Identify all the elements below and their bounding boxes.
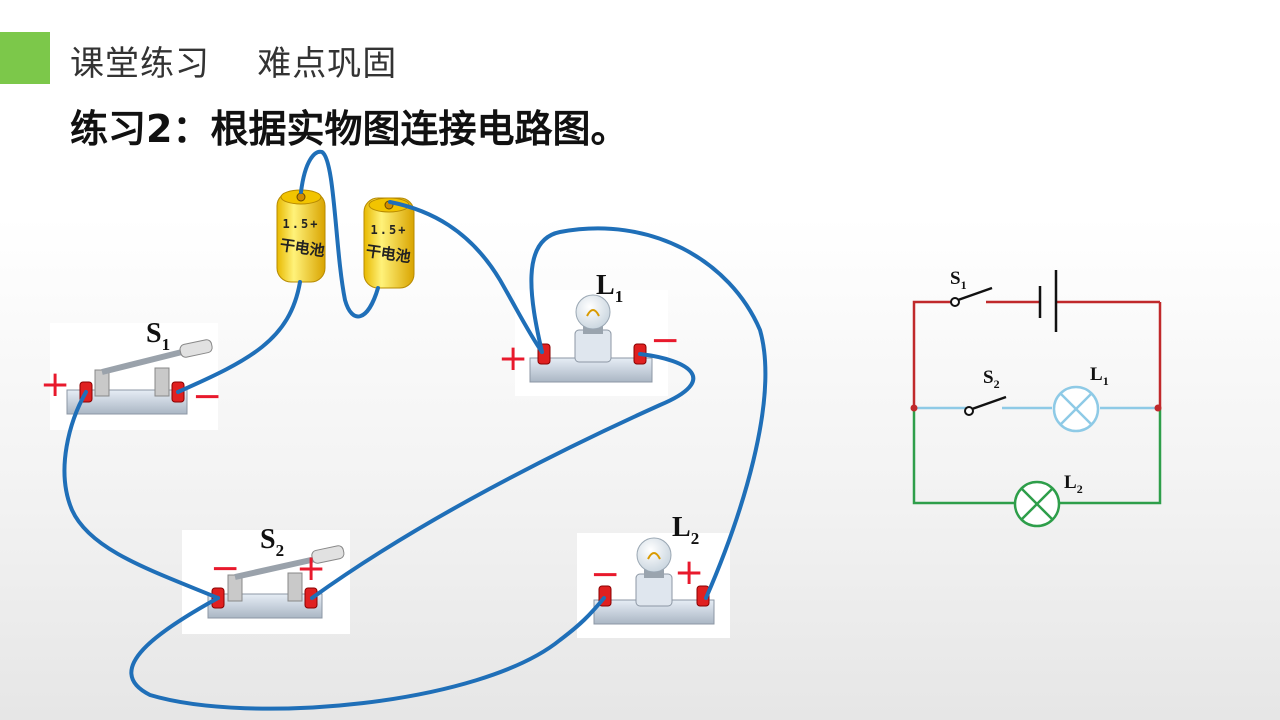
wire-battery-link (299, 149, 380, 319)
schematic-l2-label: L2 (1064, 472, 1083, 496)
s2-plus-sign: + (296, 548, 326, 589)
switch-s2 (182, 530, 350, 634)
wire-s1-s2 (62, 390, 220, 600)
battery-2-rating: 1.5+ (371, 223, 408, 237)
l2-label: L2 (672, 512, 699, 548)
wire-l1-l2 (529, 226, 768, 600)
l1-minus-sign: − (650, 320, 680, 361)
schematic-lamp-l2 (1013, 480, 1061, 528)
schematic-switch-s1 (950, 286, 993, 307)
s1-plus-sign: + (40, 364, 70, 405)
battery-1-rating: 1.5+ (283, 217, 320, 231)
wires (62, 149, 768, 711)
schematic-lamp-l1 (1052, 385, 1100, 433)
exercise-title: 练习2：根据实物图连接电路图。 (70, 107, 629, 151)
schematic-s1-label: S1 (950, 268, 967, 292)
schematic-switch-s2 (964, 395, 1007, 416)
l2-plus-sign: + (674, 552, 704, 593)
junction-right (1154, 404, 1162, 412)
wire-battery2-l1 (388, 200, 544, 354)
schematic-s2-label: S2 (983, 367, 1000, 391)
schematic-diagram: S1 S2 L1 L2 (910, 268, 1162, 528)
terminal-signs: + − − + + − − + (40, 320, 704, 595)
l2-minus-sign: − (590, 554, 620, 595)
wire-l1-s2 (310, 352, 696, 600)
schematic-labels: S1 S2 L1 L2 (950, 268, 1109, 496)
schematic-battery (1038, 270, 1058, 332)
schematic-main-loop (912, 300, 1162, 408)
l1-plus-sign: + (498, 338, 528, 379)
section-title: 课堂练习 难点巩固 (70, 44, 398, 84)
junction-left (910, 404, 918, 412)
s1-minus-sign: − (192, 376, 222, 417)
s2-minus-sign: − (210, 548, 240, 589)
schematic-branch-2 (912, 408, 1162, 505)
wire-s1-battery1 (176, 280, 302, 394)
accent-bar (0, 32, 50, 84)
wire-s2-l2 (129, 596, 606, 711)
battery-2: 1.5+ 干电池 (363, 197, 415, 289)
s1-label: S1 (146, 318, 170, 354)
battery-1: 1.5+ 干电池 (276, 189, 326, 283)
schematic-l1-label: L1 (1090, 364, 1109, 388)
s2-label: S2 (260, 524, 284, 560)
component-labels: S1 S2 L1 L2 (146, 270, 699, 560)
l1-label: L1 (596, 270, 623, 306)
lamp-l2 (577, 533, 730, 638)
